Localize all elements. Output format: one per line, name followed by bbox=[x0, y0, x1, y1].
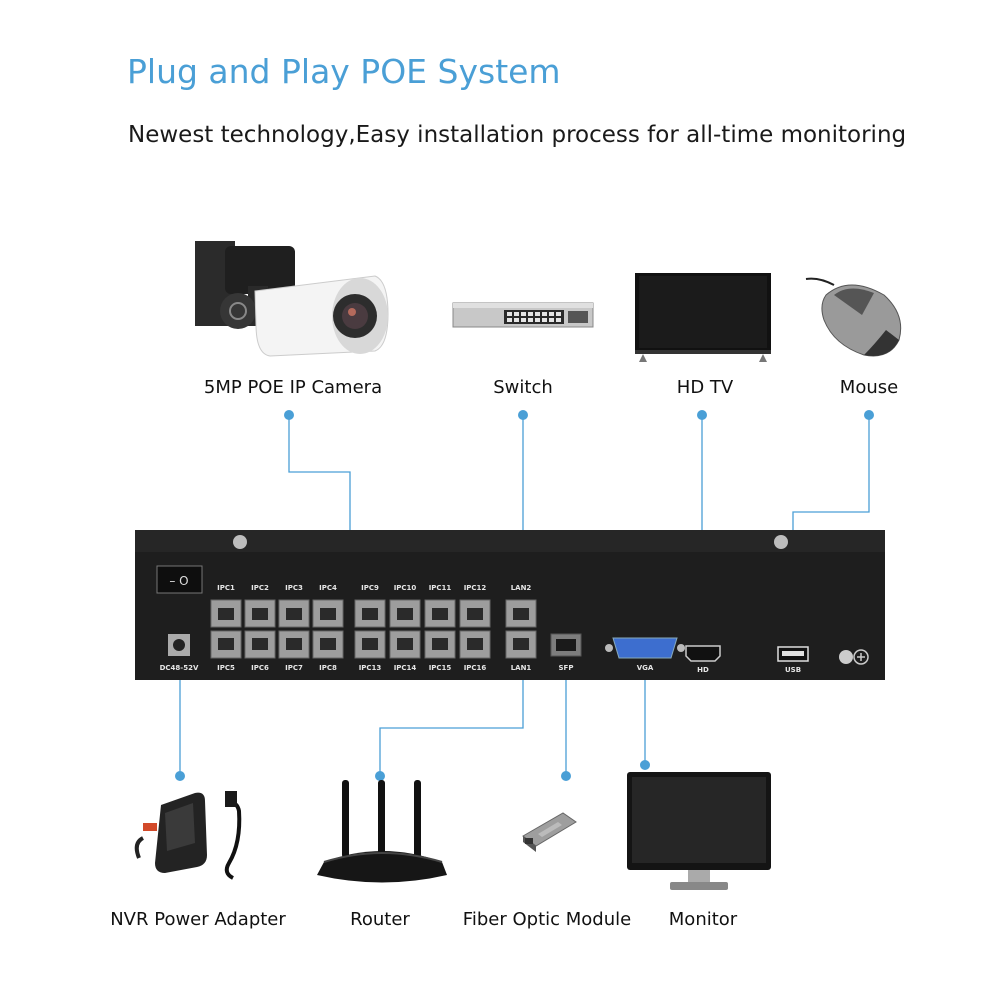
label-fiber: Fiber Optic Module bbox=[462, 909, 632, 930]
power-switch bbox=[156, 565, 203, 594]
hdmi-port bbox=[685, 645, 721, 662]
port-label-top: IPC3 bbox=[285, 584, 303, 592]
port-label-bottom: IPC14 bbox=[394, 664, 417, 672]
screw-right-icon bbox=[774, 535, 788, 549]
vga-label: VGA bbox=[637, 664, 654, 672]
page-subtitle: Newest technology,Easy installation proc… bbox=[128, 122, 907, 148]
fiber-module-icon bbox=[522, 812, 577, 852]
wire-camera bbox=[288, 415, 351, 554]
port-label-bottom: IPC13 bbox=[359, 664, 382, 672]
svg-text:– O: – O bbox=[169, 574, 188, 588]
port-label-top: IPC11 bbox=[429, 584, 452, 592]
dot-power bbox=[175, 771, 185, 781]
ground-terminal-icon bbox=[839, 650, 853, 664]
dot-monitor bbox=[640, 760, 650, 770]
port-label-bottom: IPC16 bbox=[464, 664, 487, 672]
dc-label: DC48-52V bbox=[160, 664, 199, 672]
ptz-camera-icon bbox=[195, 241, 389, 357]
label-hdtv: HD TV bbox=[676, 377, 734, 398]
port-label-top: IPC4 bbox=[319, 584, 337, 592]
port-label-top: IPC10 bbox=[394, 584, 417, 592]
monitor-icon bbox=[627, 772, 771, 890]
power-adapter-icon bbox=[134, 791, 242, 880]
port-label-top: IPC9 bbox=[361, 584, 379, 592]
port-label-bottom: IPC7 bbox=[285, 664, 303, 672]
hd-label: HD bbox=[697, 666, 709, 674]
dot-hdtv bbox=[697, 410, 707, 420]
dot-camera bbox=[284, 410, 294, 420]
label-mouse: Mouse bbox=[839, 377, 899, 398]
vga-port bbox=[612, 637, 678, 659]
dot-mouse bbox=[864, 410, 874, 420]
dot-router bbox=[375, 771, 385, 781]
nvr-recorder: – O DC48-52V IPC1 IPC2 IPC3 IPC4 IPC9 IP… bbox=[135, 530, 885, 680]
label-power-adapter: NVR Power Adapter bbox=[110, 909, 286, 930]
page-title: Plug and Play POE System bbox=[127, 52, 561, 91]
wire-router bbox=[379, 640, 524, 775]
dot-fiber bbox=[561, 771, 571, 781]
lan1-port bbox=[505, 630, 537, 659]
mouse-icon bbox=[805, 277, 902, 357]
dot-switch bbox=[518, 410, 528, 420]
port-label-bottom: IPC5 bbox=[217, 664, 235, 672]
hdtv-icon bbox=[635, 273, 771, 362]
port-label-bottom: IPC6 bbox=[251, 664, 269, 672]
switch-icon bbox=[452, 302, 594, 328]
port-label-top: IPC2 bbox=[251, 584, 269, 592]
lan1-label: LAN1 bbox=[511, 664, 532, 672]
screw-left-icon bbox=[233, 535, 247, 549]
port-label-bottom: IPC8 bbox=[319, 664, 337, 672]
port-label-bottom: IPC15 bbox=[429, 664, 452, 672]
lan2-label: LAN2 bbox=[511, 584, 532, 592]
label-router: Router bbox=[350, 909, 410, 930]
label-switch: Switch bbox=[493, 377, 553, 398]
sfp-label: SFP bbox=[559, 664, 574, 672]
label-camera: 5MP POE IP Camera bbox=[203, 377, 383, 398]
usb-label: USB bbox=[785, 666, 801, 674]
port-label-top: IPC1 bbox=[217, 584, 235, 592]
router-icon bbox=[317, 780, 447, 883]
label-monitor: Monitor bbox=[668, 909, 738, 930]
port-label-top: IPC12 bbox=[464, 584, 487, 592]
